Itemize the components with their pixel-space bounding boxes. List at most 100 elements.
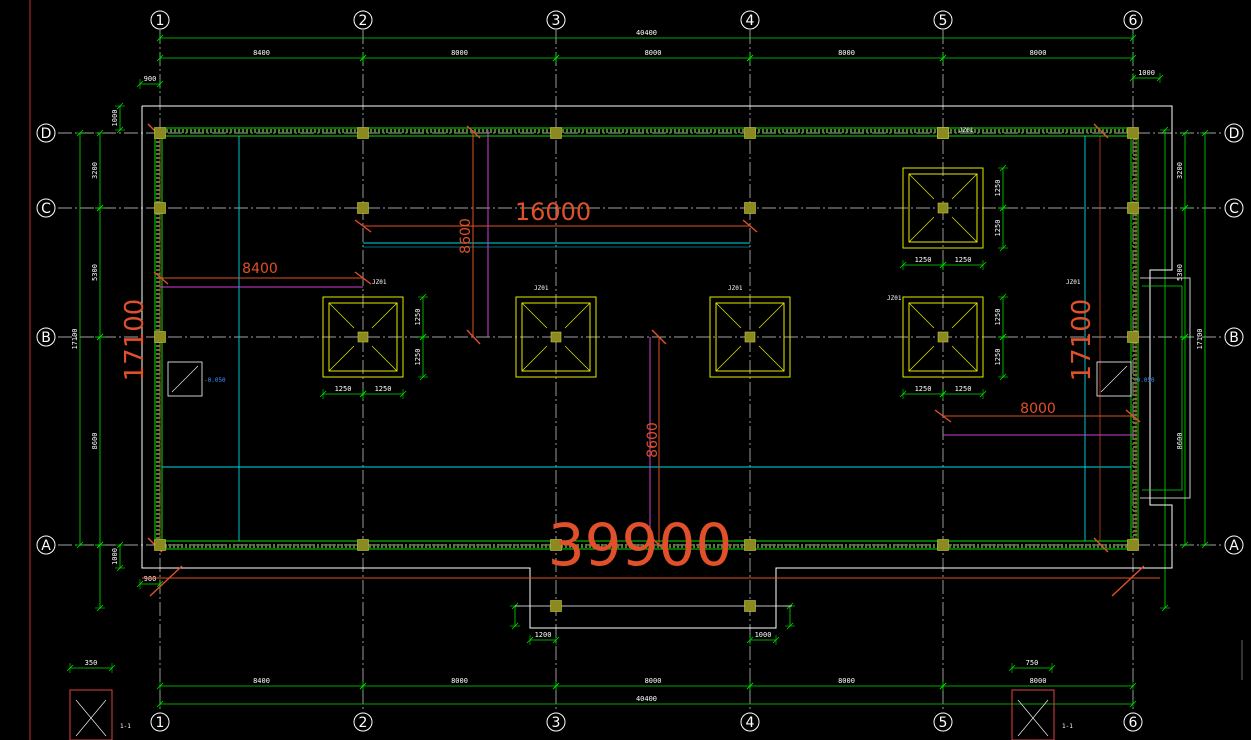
dim-small-bottom-4-text: 1000: [755, 631, 772, 639]
dim-bottom-span-1-text: 8000: [451, 677, 468, 685]
footing-C5-diag-2: [951, 216, 978, 243]
axis-bubble-left-C-label: C: [41, 201, 51, 217]
footing-C5-outer: [902, 167, 984, 249]
column-16: [937, 127, 949, 139]
footing-tag-0: JZ01: [372, 279, 387, 286]
footing-tag-1: JZ01: [534, 285, 549, 292]
column-6: [744, 127, 756, 139]
column-1: [154, 539, 166, 551]
axis-bubble-top-4-circle: [740, 10, 760, 30]
footing-B3-inner: [521, 302, 591, 372]
column-10: [1127, 127, 1139, 139]
dim-right-span-2-text: 8600: [1176, 433, 1184, 450]
axis-bubble-top-6-circle: [1123, 10, 1143, 30]
dim-bottom-total-text: 40400: [636, 695, 657, 703]
slash-mark-14: [934, 409, 952, 423]
footing-C5-inner: [908, 173, 978, 243]
label-17100-left: 17100: [120, 299, 150, 382]
footing-B2-diag-2: [371, 345, 398, 372]
footing-dim-h2-0-text: 1250: [375, 385, 392, 393]
footing-B5-inner: [908, 302, 978, 372]
column-7: [744, 539, 756, 551]
footing-C5-diag-1: [951, 173, 978, 200]
dim-small-bottom-left-text: 900: [144, 575, 157, 583]
footing-C5-diag-0: [908, 173, 935, 200]
section-tag-1: 1-1: [1062, 723, 1073, 730]
dim-top-span-3-text: 8000: [838, 49, 855, 57]
slash-mark-4: [149, 565, 183, 597]
axis-bubble-left-B-circle: [36, 327, 56, 347]
dim-top-span-2-text: 8000: [645, 49, 662, 57]
axis-bubble-top-1-circle: [150, 10, 170, 30]
dim-left-span-2-text: 8600: [91, 433, 99, 450]
footing-B5-diag-1: [951, 302, 978, 329]
column-9: [937, 539, 949, 551]
footing-B4-diag-3: [715, 345, 742, 372]
footing-B5-diag-3: [908, 345, 935, 372]
footing-dim-h2-1-text: 1250: [955, 385, 972, 393]
footing-dim-v1-2-text: 1250: [994, 180, 1002, 197]
axis-bubble-right-B-circle: [1224, 327, 1244, 347]
footing-B3-diag-0: [521, 302, 548, 329]
footing-dim-v1-1-text: 1250: [994, 309, 1002, 326]
stair-inner: [1142, 285, 1183, 491]
elevation-box-diag-1: [1100, 365, 1128, 393]
footing-group: [322, 167, 984, 378]
slash-mark-11: [651, 537, 667, 553]
column-13: [1127, 331, 1139, 343]
label-8400: 8400: [242, 261, 278, 277]
elevation-tag-0: -0.050: [204, 377, 226, 384]
axis-bubble-bottom-4-circle: [740, 712, 760, 732]
axis-bubble-bottom-1-label: 1: [156, 715, 165, 731]
footing-B2-diag-0: [328, 302, 355, 329]
footing-B2-diag-3: [328, 345, 355, 372]
footing-dim-h1-0-text: 1250: [335, 385, 352, 393]
footing-dim-h1-1-text: 1250: [915, 385, 932, 393]
footing-dim-v2-2-text: 1250: [994, 220, 1002, 237]
slab-outer-edge: [141, 105, 1173, 629]
column-17: [550, 600, 562, 612]
dim-bottom-span-3-text: 8000: [838, 677, 855, 685]
detail-box-diag-b-1: [1017, 699, 1049, 737]
dim-bottom-span-4-text: 8000: [1030, 677, 1047, 685]
slash-mark-6: [354, 219, 372, 233]
elevation-box-0: [167, 361, 203, 397]
axis-bubble-right-A-label: A: [1229, 538, 1239, 554]
footing-B4-diag-2: [758, 345, 785, 372]
wall-inner-line: [161, 135, 1132, 542]
axis-bubble-left-A-circle: [36, 535, 56, 555]
footing-tag-2: JZ01: [728, 285, 743, 292]
dim-small-top-right-text: 1000: [1138, 69, 1155, 77]
axis-bubble-top-3-label: 3: [552, 13, 561, 29]
dim-right-span-1-text: 5300: [1176, 264, 1184, 281]
dim-bottom-span-2-text: 8000: [645, 677, 662, 685]
footing-B5-outer: [902, 296, 984, 378]
dim-small-top-left-text: 900: [144, 75, 157, 83]
detail-box-diag-b-0: [75, 699, 107, 737]
detail-box-1: [1011, 689, 1055, 740]
slash-mark-1: [1093, 123, 1109, 139]
axis-bubble-top-5-label: 5: [939, 13, 948, 29]
column-11: [1127, 539, 1139, 551]
column-2: [357, 127, 369, 139]
elevation-tag-1: -0.050: [1133, 377, 1155, 384]
slash-mark-13: [354, 271, 372, 285]
dim-left-total-text: 17100: [71, 328, 79, 349]
axis-bubble-bottom-4-label: 4: [746, 715, 755, 731]
elevation-box-1: [1096, 361, 1132, 397]
elevation-box-diag-0: [171, 365, 199, 393]
section-tag-0: 1-1: [120, 723, 131, 730]
axis-bubble-right-A-circle: [1224, 535, 1244, 555]
slash-mark-9: [466, 329, 481, 345]
footing-dim-v1-0-text: 1250: [414, 309, 422, 326]
dim-top-span-1-text: 8000: [451, 49, 468, 57]
column-group: [154, 127, 1139, 612]
dim-right-total-text: 17100: [1196, 328, 1204, 349]
column-24: [937, 331, 949, 343]
axis-bubble-top-1-label: 1: [156, 13, 165, 29]
footing-B4-outer: [709, 296, 791, 378]
footing-C5-diag-3: [908, 216, 935, 243]
dim-small-detail-left-text: 350: [85, 659, 98, 667]
